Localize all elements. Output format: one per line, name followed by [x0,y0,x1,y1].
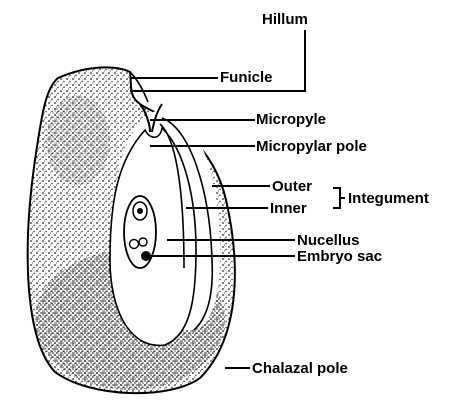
integument-bracket [333,188,345,208]
label-micropylar-pole: Micropylar pole [256,138,367,155]
label-hilum: Hillum [262,11,308,28]
label-funicle: Funicle [220,69,273,86]
label-integument: Integument [348,190,429,207]
label-embryo-sac: Embryo sac [297,248,382,265]
label-micropyle: Micropyle [256,111,326,128]
hilum-leader [130,30,305,91]
label-inner: Inner [270,200,307,217]
label-outer: Outer [272,178,312,195]
label-nucellus: Nucellus [297,232,360,249]
embryo-sac [124,196,156,268]
label-chalazal-pole: Chalazal pole [252,360,348,377]
